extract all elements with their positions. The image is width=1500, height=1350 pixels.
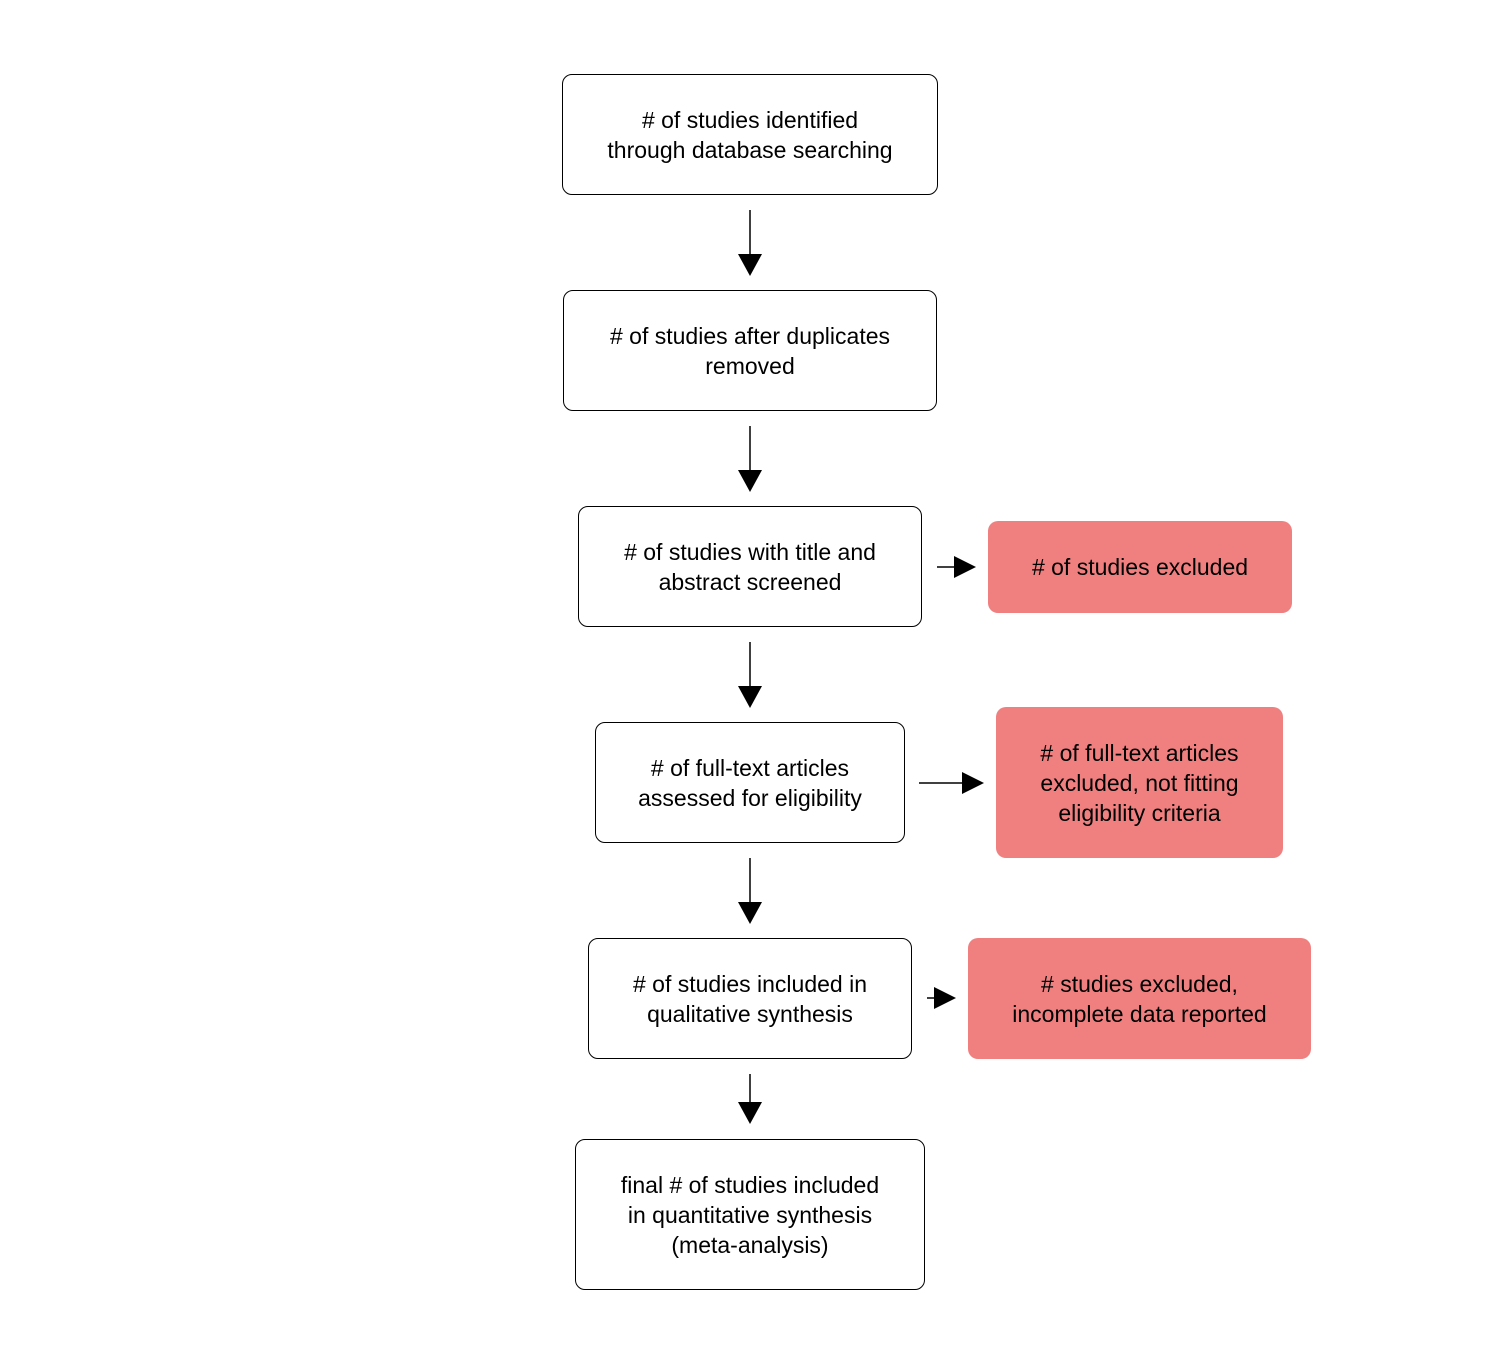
- step-full-text-assessed-label: # of full-text articles assessed for eli…: [638, 754, 862, 811]
- arrow-step2-to-step3: [738, 426, 762, 492]
- step-screened-label: # of studies with title and abstract scr…: [624, 538, 876, 595]
- step-after-duplicates: # of studies after duplicates removed: [563, 290, 937, 411]
- step-quantitative-label: final # of studies included in quantitat…: [620, 1171, 880, 1258]
- step-qualitative: # of studies included in qualitative syn…: [588, 938, 912, 1059]
- step-identified-label: # of studies identified through database…: [607, 106, 893, 163]
- exclusion-studies-excluded: # of studies excluded: [988, 521, 1292, 613]
- step-screened: # of studies with title and abstract scr…: [578, 506, 922, 627]
- step-quantitative: final # of studies included in quantitat…: [575, 1139, 925, 1290]
- step-identified: # of studies identified through database…: [562, 74, 938, 195]
- step-after-duplicates-label: # of studies after duplicates removed: [610, 322, 890, 379]
- arrow-step5-to-exclusion3: [927, 987, 956, 1009]
- arrow-step1-to-step2: [738, 210, 762, 276]
- arrow-step4-to-exclusion2: [919, 772, 984, 794]
- exclusion-studies-excluded-label: # of studies excluded: [1031, 554, 1249, 580]
- exclusion-full-text-not-fitting: # of full-text articles excluded, not fi…: [996, 707, 1283, 858]
- arrow-step5-to-step6: [738, 1074, 762, 1124]
- exclusion-incomplete-data: # studies excluded, incomplete data repo…: [968, 938, 1311, 1059]
- step-full-text-assessed: # of full-text articles assessed for eli…: [595, 722, 905, 843]
- arrow-step3-to-step4: [738, 642, 762, 708]
- exclusion-full-text-not-fitting-label: # of full-text articles excluded, not fi…: [1040, 739, 1239, 826]
- exclusion-incomplete-data-label: # studies excluded, incomplete data repo…: [1012, 970, 1267, 1027]
- step-qualitative-label: # of studies included in qualitative syn…: [633, 970, 867, 1027]
- arrow-step4-to-step5: [738, 858, 762, 924]
- arrow-step3-to-exclusion1: [937, 556, 976, 578]
